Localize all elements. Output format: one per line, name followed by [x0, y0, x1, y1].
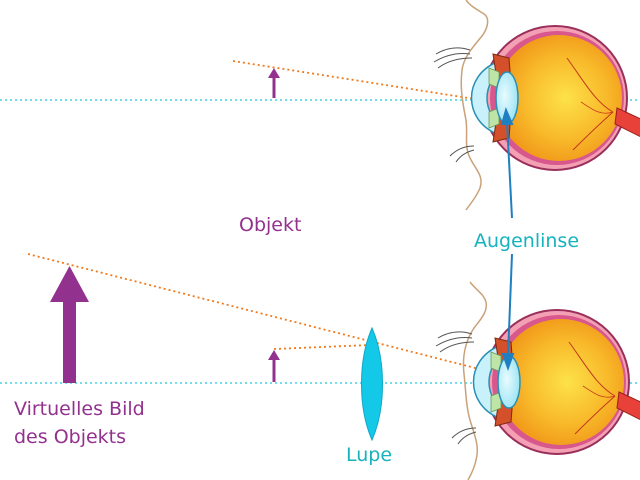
virtual-image-label-line1: Virtuelles Bild [14, 398, 145, 420]
ray-object-lens [273, 344, 371, 350]
eye-cross-section-icon-bottom [472, 309, 640, 455]
object-arrow-top [268, 68, 280, 98]
eye-lens-label: Augenlinse [474, 230, 580, 252]
eye-lens-pointer [500, 107, 515, 371]
face-outline-top [460, 0, 489, 211]
eye-cross-section-icon [470, 25, 640, 171]
eyelashes-bottom [435, 331, 477, 445]
magnifier-label: Lupe [346, 444, 393, 466]
face-outline-bottom [462, 281, 488, 480]
object-label: Objekt [239, 214, 302, 236]
virtual-image-arrow [50, 266, 89, 383]
convex-lens-icon [361, 326, 383, 442]
ray-top [232, 60, 640, 126]
eyelashes-top [433, 47, 475, 163]
virtual-image-label-line2: des Objekts [14, 426, 127, 448]
object-arrow-bottom [268, 350, 280, 382]
